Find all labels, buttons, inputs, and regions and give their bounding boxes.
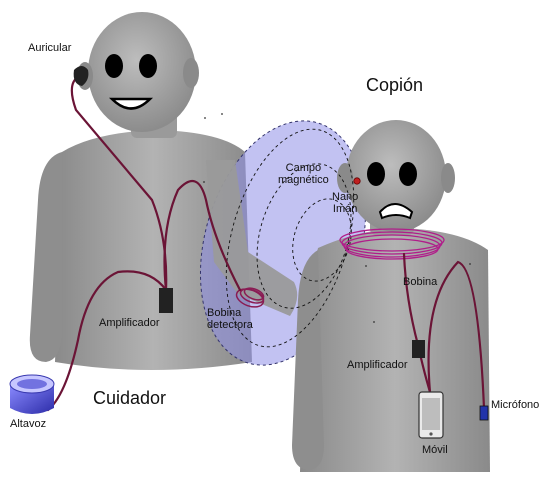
label-amplificador-left: Amplificador (99, 318, 160, 330)
label-magnetico: magnético (278, 175, 329, 187)
caregiver-left-arm (30, 152, 62, 362)
microphone-icon (480, 406, 488, 420)
label-campo-magnetico: Campo magnético (278, 163, 329, 186)
label-bobina-det-2: detectora (207, 320, 253, 332)
copier-left-ear (337, 163, 353, 193)
label-bobina: Bobina (403, 277, 437, 289)
caregiver-amplifier (159, 288, 173, 313)
label-microfono: Micrófono (491, 400, 539, 412)
caregiver-right-eye (139, 54, 157, 78)
label-nano: Nano (332, 192, 358, 204)
copier-amplifier (412, 340, 425, 358)
label-iman: Imán (332, 204, 358, 216)
label-copion: Copión (366, 76, 423, 95)
label-nano-iman: Nano Imán (332, 192, 358, 215)
label-altavoz: Altavoz (10, 419, 46, 431)
copier-right-eye (399, 162, 417, 186)
phone-icon (419, 392, 443, 438)
label-amplificador-right: Amplificador (347, 360, 408, 372)
label-cuidador: Cuidador (93, 389, 166, 408)
speaker-icon (10, 375, 54, 414)
label-campo: Campo (278, 163, 329, 175)
label-bobina-det-1: Bobina (207, 308, 253, 320)
nano-magnet (354, 178, 360, 184)
copier-left-eye (367, 162, 385, 186)
label-movil: Móvil (422, 445, 448, 457)
caregiver-right-ear (183, 58, 199, 88)
label-bobina-detectora: Bobina detectora (207, 308, 253, 331)
copier-right-ear (441, 163, 455, 193)
caregiver-left-eye (105, 54, 123, 78)
label-auricular: Auricular (28, 43, 71, 55)
